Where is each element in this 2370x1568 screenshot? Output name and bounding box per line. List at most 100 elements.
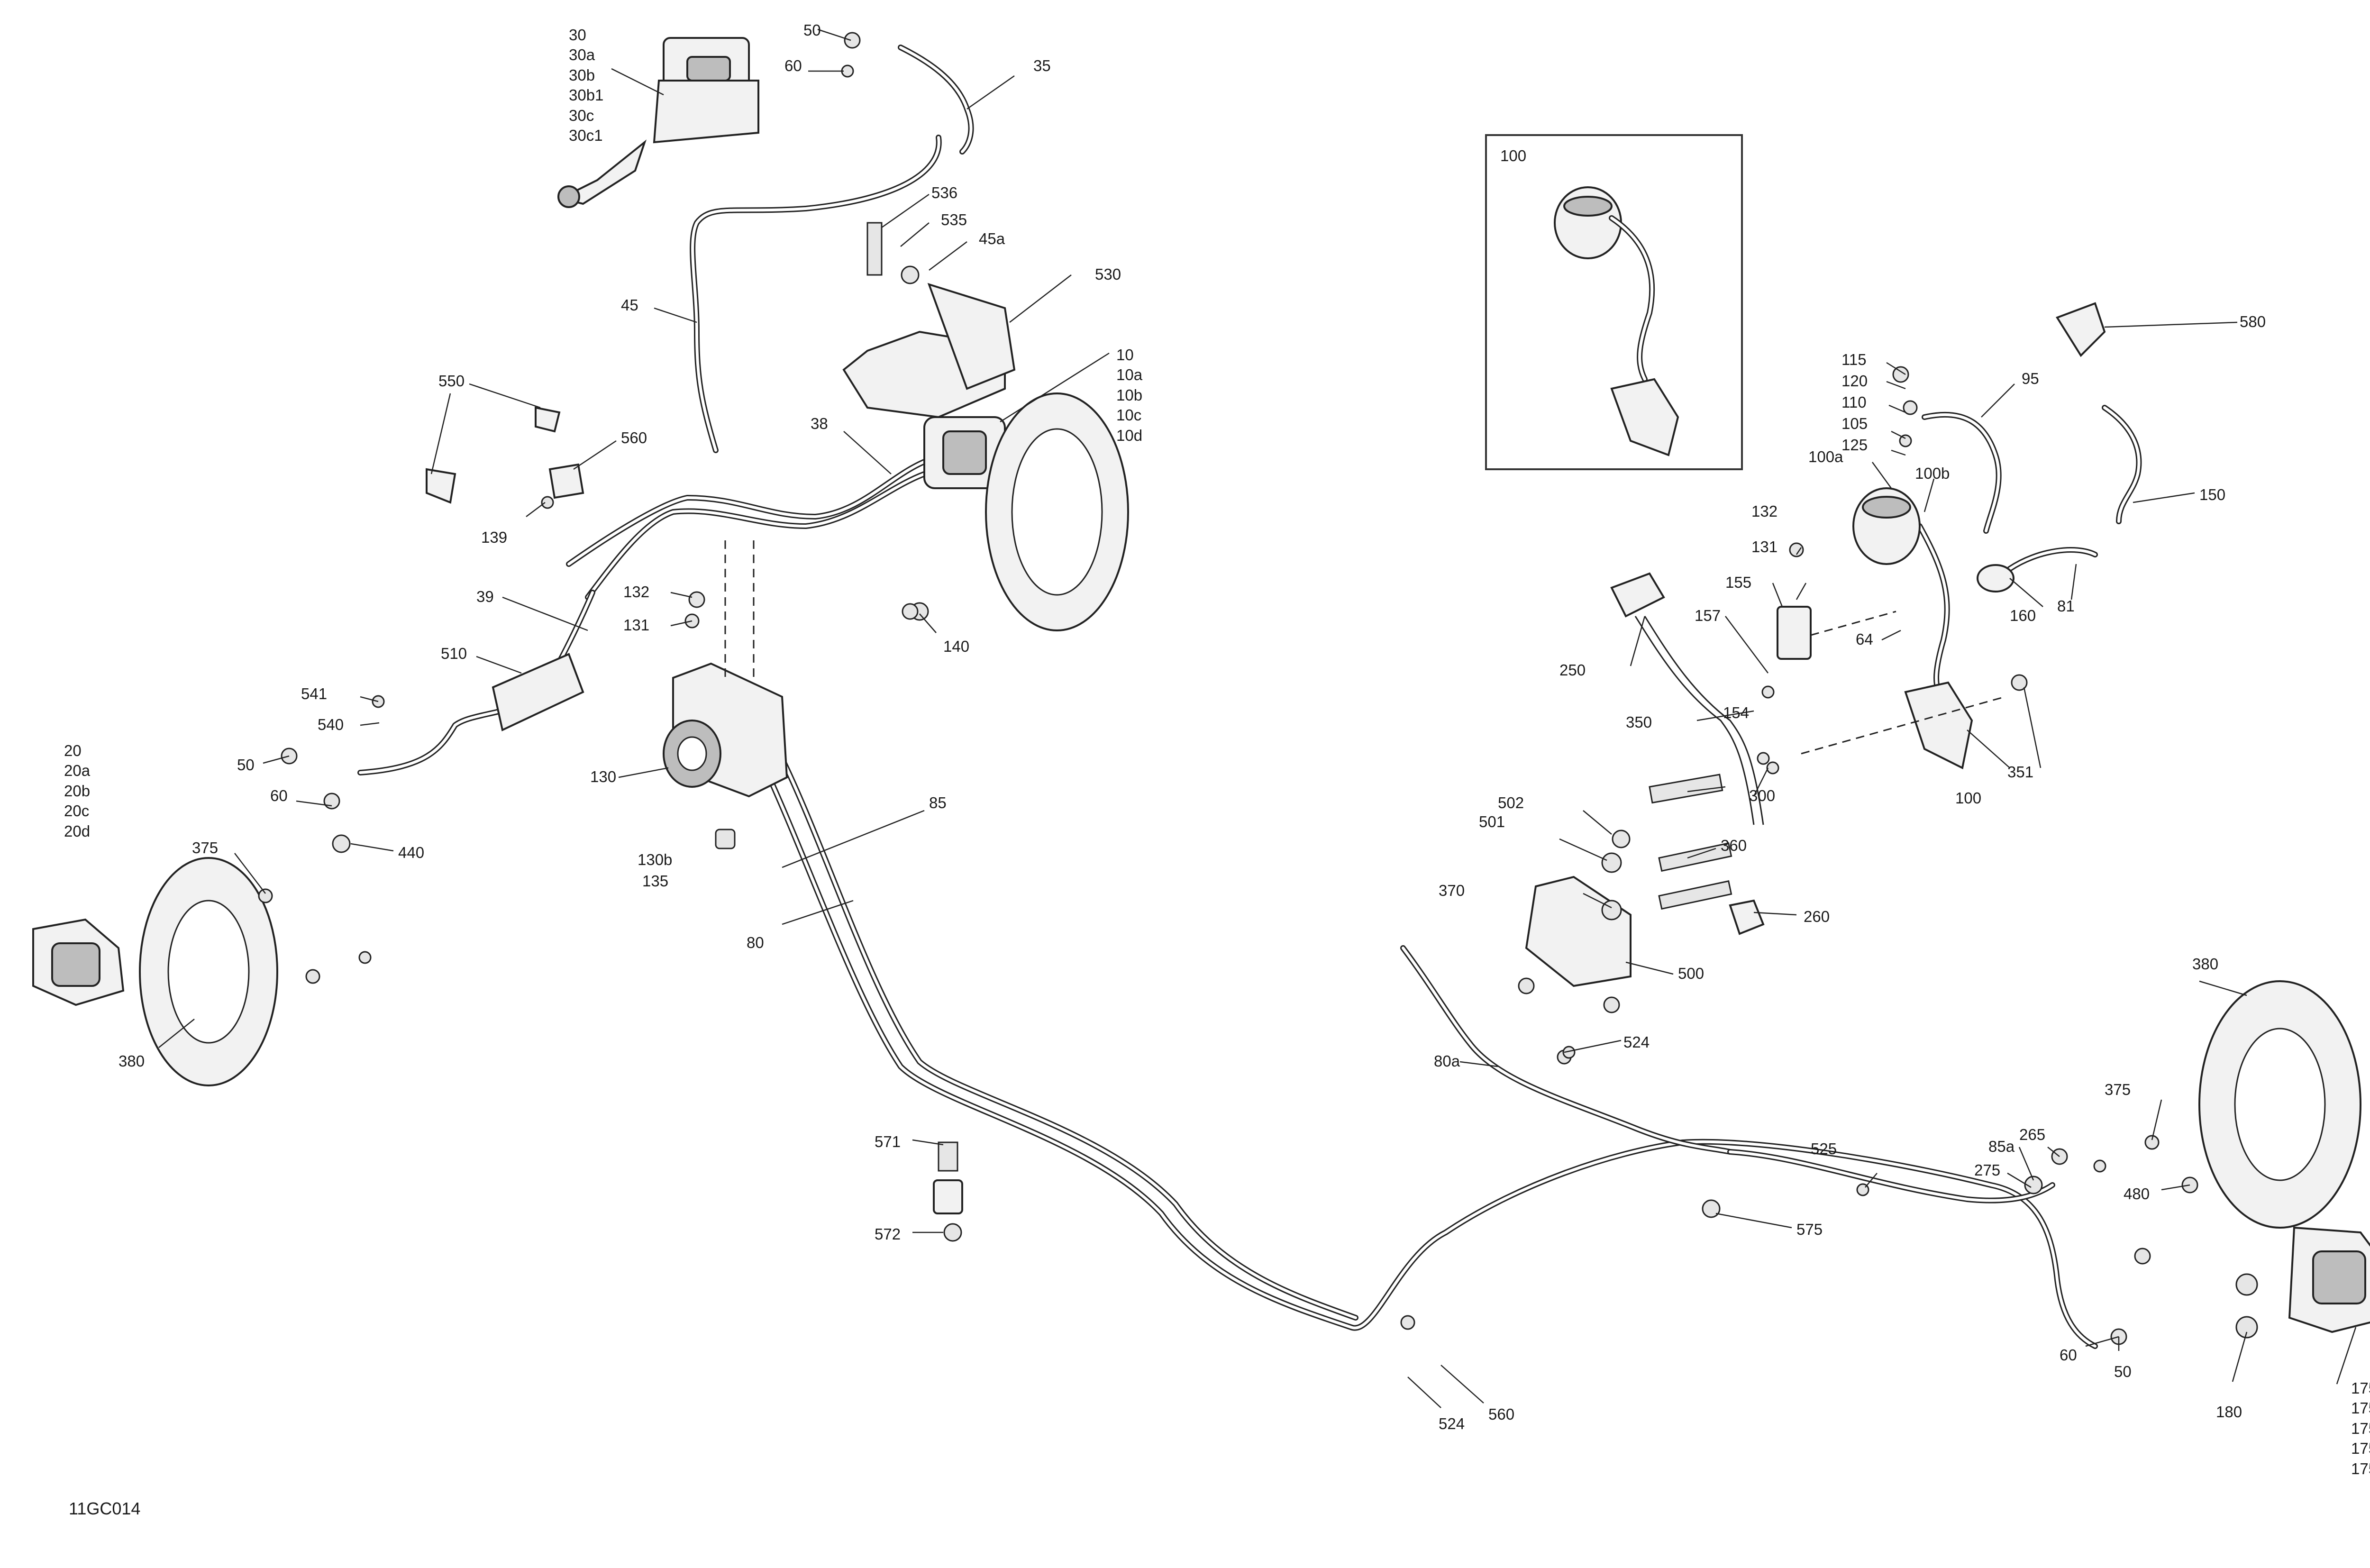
front-master-cylinder — [557, 37, 759, 208]
callout-85a: 85a — [1988, 1138, 2015, 1155]
callout-95: 95 — [2022, 370, 2039, 387]
callout-60-top: 60 — [784, 57, 802, 74]
callout-64: 64 — [1856, 630, 1873, 648]
callout-35: 35 — [1033, 57, 1051, 74]
callout-536: 536 — [931, 184, 957, 201]
callout-10c: 10c — [1116, 406, 1141, 424]
inset-label: 100 — [1500, 147, 1526, 164]
callout-541: 541 — [301, 685, 327, 702]
callout-265: 265 — [2019, 1126, 2045, 1143]
callout-130: 130 — [590, 768, 616, 785]
front-left-brake-disc — [139, 857, 278, 1086]
callout-575: 575 — [1796, 1221, 1823, 1238]
callout-510: 510 — [441, 645, 467, 662]
callout-560-bottom: 560 — [1488, 1405, 1514, 1423]
callout-157: 157 — [1695, 607, 1721, 624]
callout-labels: 30 30a 30b 30b1 30c 30c1 50 60 35 536 53… — [64, 21, 2370, 1477]
clip-260 — [1729, 899, 1765, 935]
cap-580 — [2056, 302, 2106, 357]
callout-150: 150 — [2199, 486, 2225, 503]
callout-10a: 10a — [1116, 366, 1143, 383]
callout-10b: 10b — [1116, 386, 1142, 404]
callout-139: 139 — [481, 529, 507, 546]
abs-module — [663, 662, 788, 849]
figure-code: 11GC014 — [69, 1499, 140, 1518]
callout-131-left: 131 — [623, 616, 649, 634]
rear-caliper — [2288, 1226, 2370, 1333]
callout-20a: 20a — [64, 762, 91, 779]
callout-540: 540 — [318, 716, 344, 733]
callout-125: 125 — [1841, 436, 1868, 454]
callout-45: 45 — [621, 296, 638, 314]
rear-brake-disc — [2198, 980, 2361, 1229]
callout-132-right: 132 — [1751, 502, 1778, 520]
callout-380-right: 380 — [2192, 955, 2218, 973]
callout-105: 105 — [1841, 415, 1868, 432]
callout-175c: 175c — [2351, 1440, 2370, 1457]
callout-250: 250 — [1559, 661, 1586, 679]
callout-501: 501 — [1479, 813, 1505, 830]
callout-275: 275 — [1974, 1161, 2000, 1179]
callout-300: 300 — [1749, 787, 1775, 804]
front-right-brake-disc — [985, 392, 1129, 631]
brake-pedal-250 — [1610, 572, 1764, 825]
callout-30b: 30b — [569, 66, 595, 84]
callout-175d: 175d — [2351, 1460, 2370, 1477]
callout-154: 154 — [1723, 704, 1749, 721]
inset-panel-100: 100 — [1485, 134, 1743, 470]
callout-60-left: 60 — [270, 787, 288, 804]
callout-160: 160 — [2010, 607, 2036, 624]
callout-20: 20 — [64, 742, 82, 759]
callout-360: 360 — [1721, 837, 1747, 854]
clamp-571 — [933, 1141, 963, 1242]
callout-60-right: 60 — [2060, 1346, 2077, 1364]
leader-lines — [158, 28, 2357, 1408]
callout-39: 39 — [476, 588, 494, 605]
callout-375-right: 375 — [2105, 1081, 2131, 1098]
callout-155: 155 — [1725, 574, 1751, 591]
callout-480: 480 — [2124, 1185, 2150, 1203]
callout-175: 175 — [2351, 1379, 2370, 1397]
callout-440: 440 — [398, 844, 424, 861]
callout-535: 535 — [941, 211, 967, 228]
callout-370: 370 — [1439, 882, 1465, 899]
callout-572: 572 — [875, 1225, 901, 1243]
callout-524-mid: 524 — [1623, 1033, 1650, 1051]
callout-580: 580 — [2240, 313, 2266, 330]
callout-30: 30 — [569, 26, 586, 44]
callout-80: 80 — [747, 934, 764, 951]
rear-master-cylinder — [1777, 487, 1973, 769]
brake-lines — [357, 45, 2142, 1349]
callout-140: 140 — [943, 638, 969, 655]
callout-30b1: 30b1 — [569, 86, 603, 104]
callout-115: 115 — [1841, 351, 1867, 368]
callout-131-right: 131 — [1751, 538, 1778, 556]
callout-38: 38 — [811, 415, 828, 432]
clip-560-top — [548, 463, 584, 499]
callout-110: 110 — [1841, 393, 1867, 411]
callout-135: 135 — [642, 872, 668, 890]
callout-30a: 30a — [569, 46, 595, 64]
callout-530: 530 — [1095, 265, 1121, 283]
callout-50-right: 50 — [2114, 1363, 2132, 1380]
callout-30c: 30c — [569, 107, 594, 124]
callout-502: 502 — [1498, 794, 1524, 811]
clip-550 — [426, 406, 561, 504]
callout-180: 180 — [2216, 1403, 2242, 1421]
callout-550: 550 — [438, 372, 465, 390]
callout-260: 260 — [1804, 908, 1830, 925]
bracket-510 — [492, 653, 584, 731]
callout-81: 81 — [2057, 597, 2075, 615]
callout-380-left: 380 — [118, 1052, 145, 1070]
front-right-caliper — [923, 416, 1006, 489]
callout-350: 350 — [1626, 713, 1652, 731]
callout-20b: 20b — [64, 782, 90, 800]
callout-375-left: 375 — [192, 839, 218, 857]
callout-50-left: 50 — [237, 756, 255, 774]
callout-500: 500 — [1678, 965, 1704, 982]
sensor-160 — [1977, 564, 2014, 593]
callout-20d: 20d — [64, 822, 90, 840]
bracket-530 — [842, 222, 1016, 419]
callout-100b: 100b — [1915, 465, 1950, 482]
